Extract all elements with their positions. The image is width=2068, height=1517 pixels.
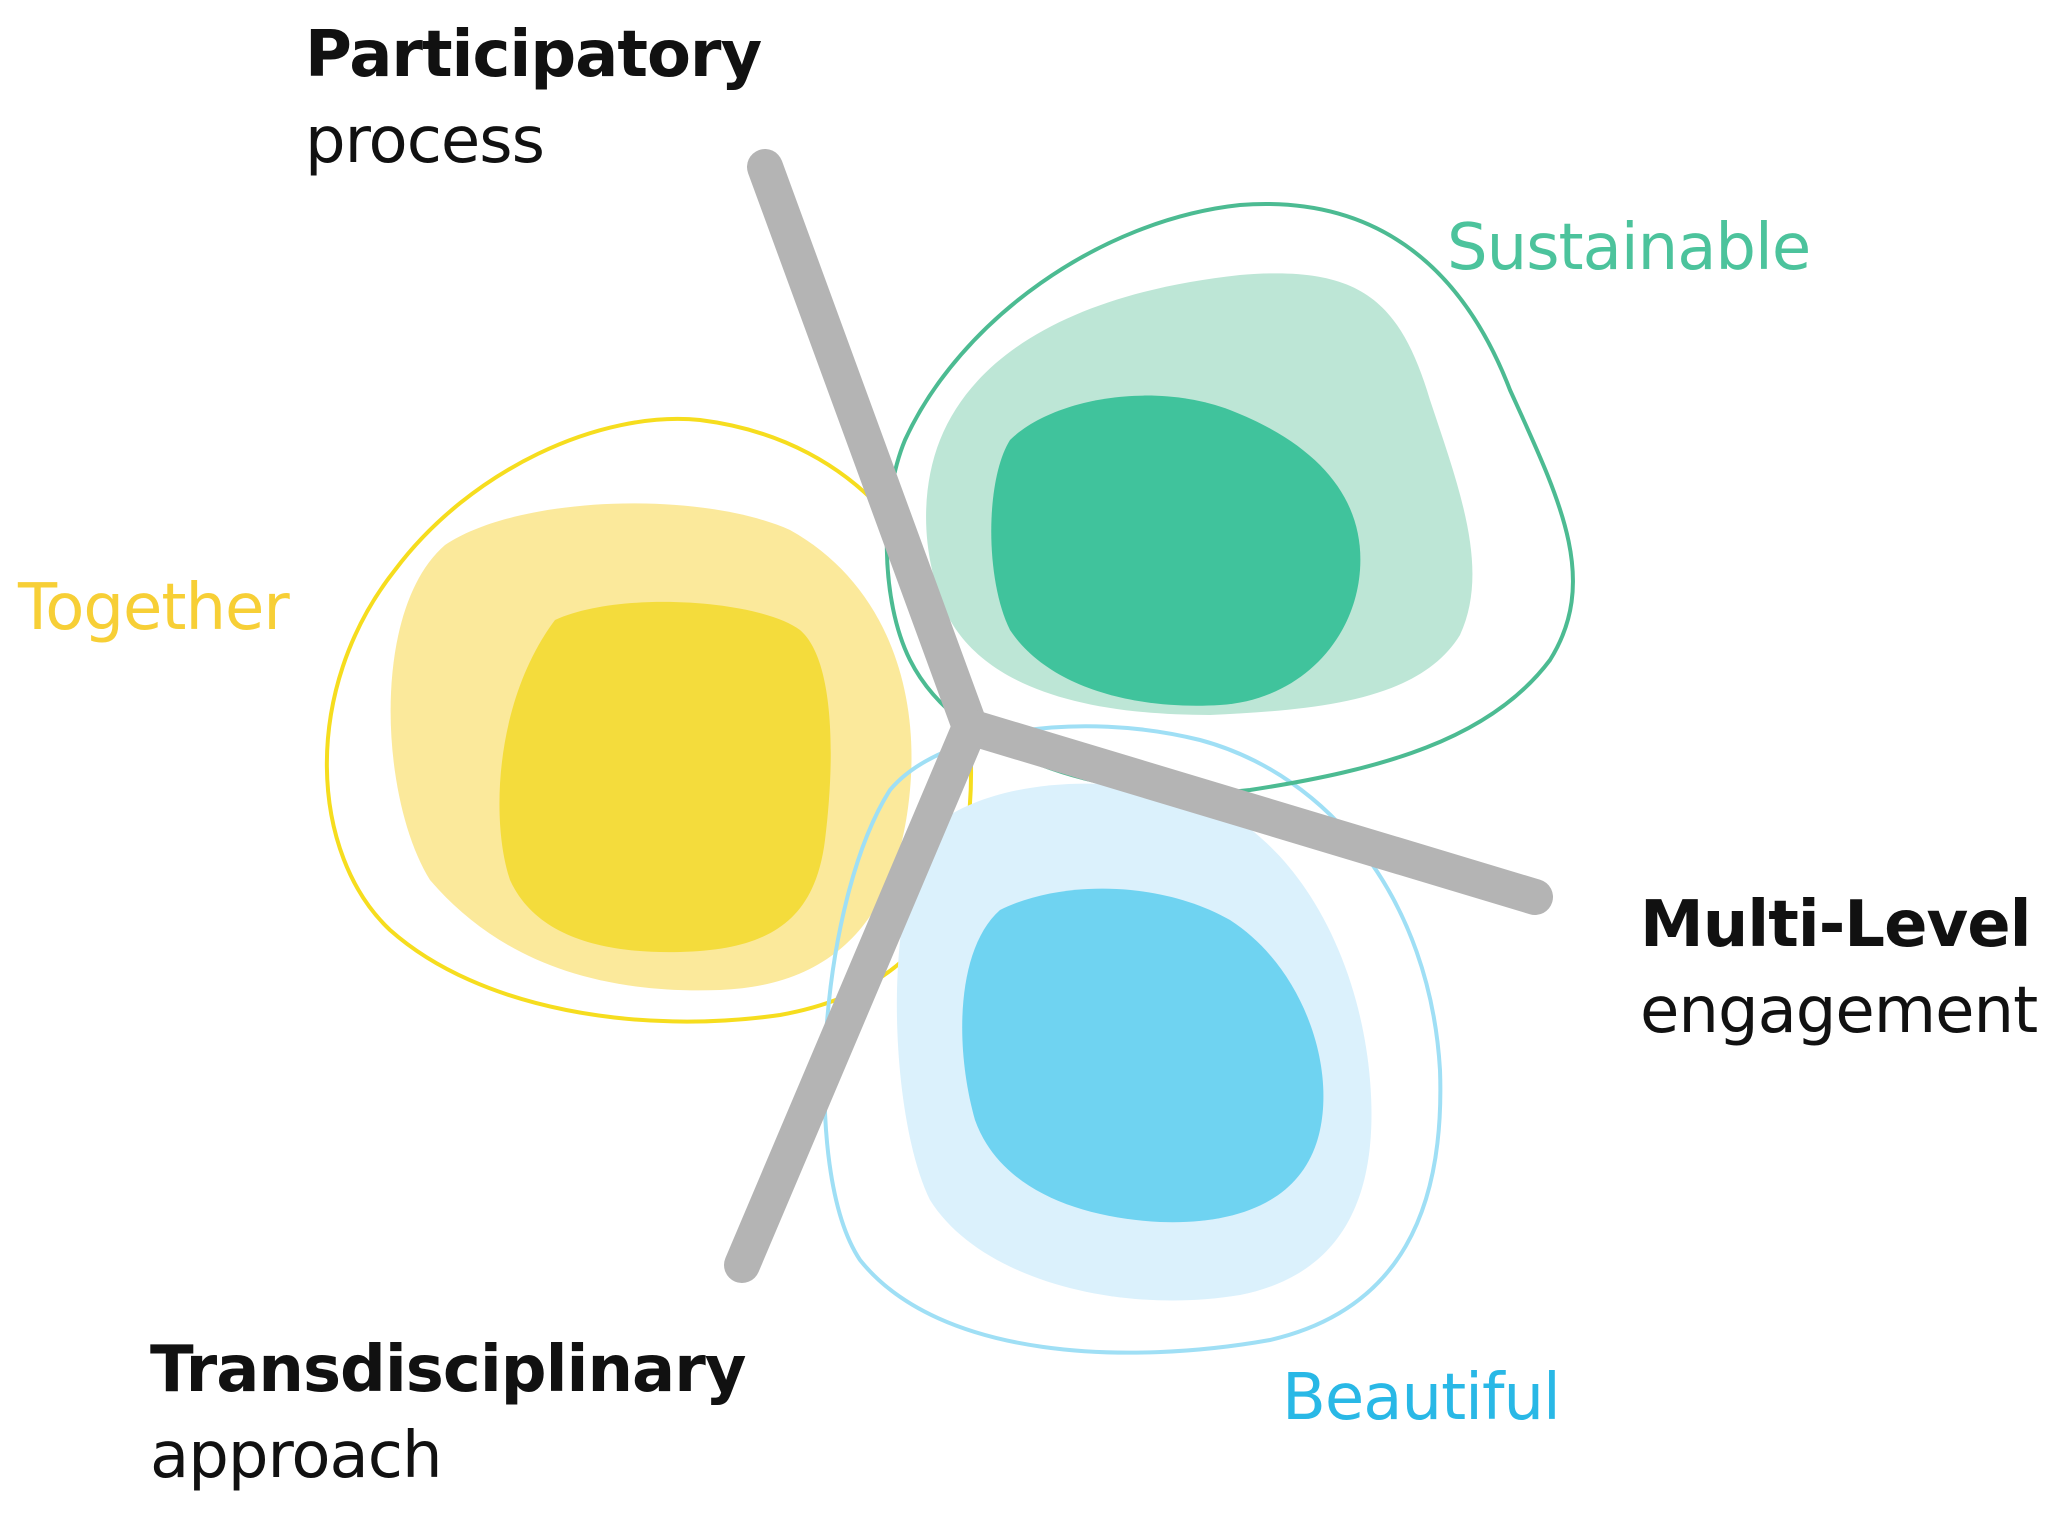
spoke-participatory: [747, 149, 988, 745]
participatory-label-rest: process: [305, 104, 545, 178]
spokes: [724, 149, 1553, 1283]
participatory-label-bold: Participatory: [305, 18, 762, 92]
together-inner-fill: [499, 601, 831, 953]
together-blob: [324, 417, 973, 1024]
sustainable-blob: [884, 202, 1575, 795]
multilevel-label-bold: Multi-Level: [1640, 888, 2032, 962]
sustainable-label: Sustainable: [1447, 211, 1811, 285]
multilevel-label-rest: engagement: [1640, 974, 2038, 1048]
transdisciplinary-label-rest: approach: [150, 1419, 443, 1493]
together-label: Together: [18, 571, 290, 645]
beautiful-outer-outline: [822, 724, 1443, 1355]
beautiful-inner-fill: [962, 888, 1324, 1223]
participatory-label: Participatory process: [305, 12, 762, 184]
spoke-multilevel: [952, 709, 1553, 915]
beautiful-blob: [822, 724, 1443, 1355]
sustainable-outer-outline: [884, 202, 1575, 795]
beautiful-label: Beautiful: [1282, 1361, 1561, 1435]
transdisciplinary-label: Transdisciplinary approach: [150, 1327, 746, 1499]
transdisciplinary-label-bold: Transdisciplinary: [150, 1333, 746, 1407]
multilevel-label: Multi-Level engagement: [1640, 882, 2038, 1054]
sustainable-inner-fill: [991, 395, 1361, 706]
spoke-transdisciplinary: [724, 709, 988, 1283]
